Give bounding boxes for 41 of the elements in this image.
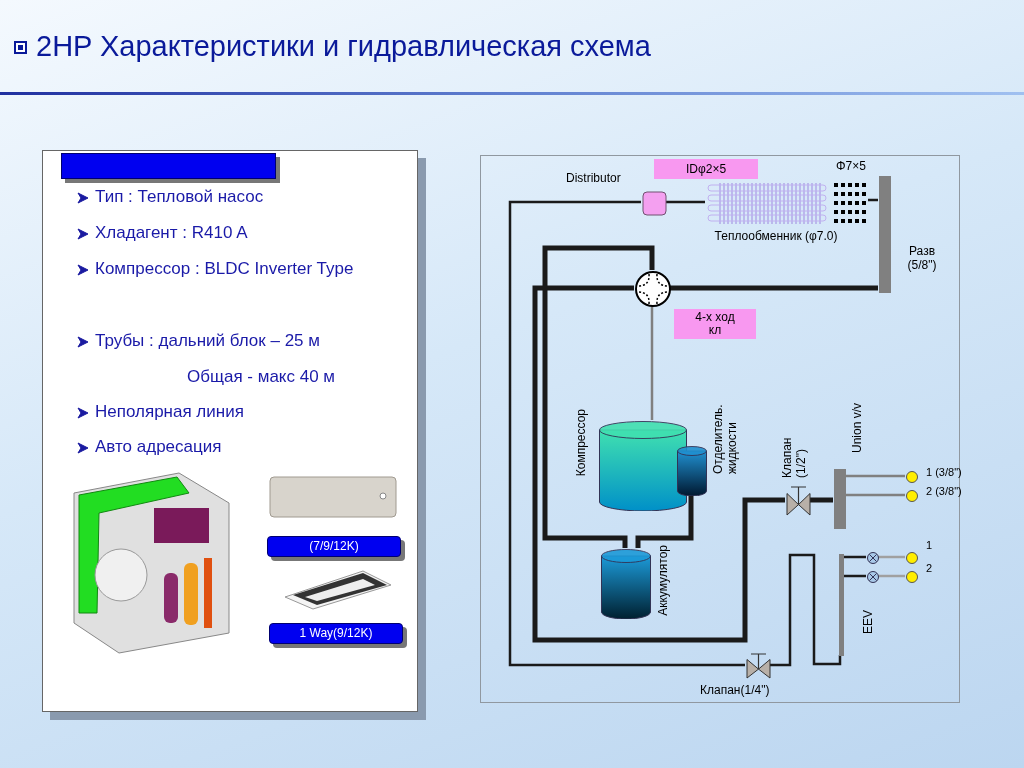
pipe-line xyxy=(508,200,745,667)
component-label: Клапан(1/4") xyxy=(700,683,770,697)
component-label: EEV xyxy=(861,610,875,634)
pipe-line xyxy=(650,306,654,420)
side-label: 2 (3/8") xyxy=(926,484,962,498)
spec-text: Общая - макс 40 м xyxy=(187,367,336,387)
side-label: 1 xyxy=(926,538,933,552)
spec-text: Трубы : дальний блок – 25 м xyxy=(95,331,320,351)
component-label: Разв (5/8") xyxy=(906,244,938,272)
pipe-line xyxy=(666,200,705,204)
component-label: Клапан (1/2") xyxy=(780,436,808,478)
tag-label: 4-х ход кл xyxy=(674,309,756,339)
component-label: Union v/v xyxy=(850,403,864,454)
pipe-line xyxy=(843,555,866,559)
spec-text: Компрессор : BLDC Inverter Type xyxy=(95,259,354,279)
pipe-line xyxy=(878,574,905,578)
pipe-line xyxy=(845,474,905,478)
pipe-line xyxy=(635,495,694,548)
spec-text: Неполярная линия xyxy=(95,402,244,422)
component-label: Теплообменник (φ7.0) xyxy=(713,229,839,243)
pipe-line xyxy=(845,493,905,497)
pipe-line xyxy=(542,245,655,548)
component-label: Отделитель. жидкости xyxy=(711,403,739,474)
spec-text: Тип : Тепловой насос xyxy=(95,187,264,207)
pipe-line xyxy=(878,555,905,559)
pipe-line xyxy=(532,285,785,643)
slide-title: 2HP Характеристики и гидравлическая схема xyxy=(36,30,651,63)
pipe-line xyxy=(843,574,866,578)
pipe-line xyxy=(770,553,842,667)
side-label: Φ7×5 xyxy=(836,159,866,173)
component-label: Distributor xyxy=(566,171,621,185)
spec-text: Хладагент : R410 A xyxy=(95,223,248,243)
tag-label: IDφ2×5 xyxy=(654,159,758,179)
component-label: Аккумулятор xyxy=(656,545,670,616)
side-label: 1 (3/8") xyxy=(926,465,962,479)
pipe-line xyxy=(670,285,878,291)
component-label: Компрессор xyxy=(574,409,588,477)
side-label: 2 xyxy=(926,561,933,575)
pipe-line xyxy=(810,497,833,503)
spec-text: Авто адресация xyxy=(95,437,222,457)
schematic-frame xyxy=(480,155,960,703)
